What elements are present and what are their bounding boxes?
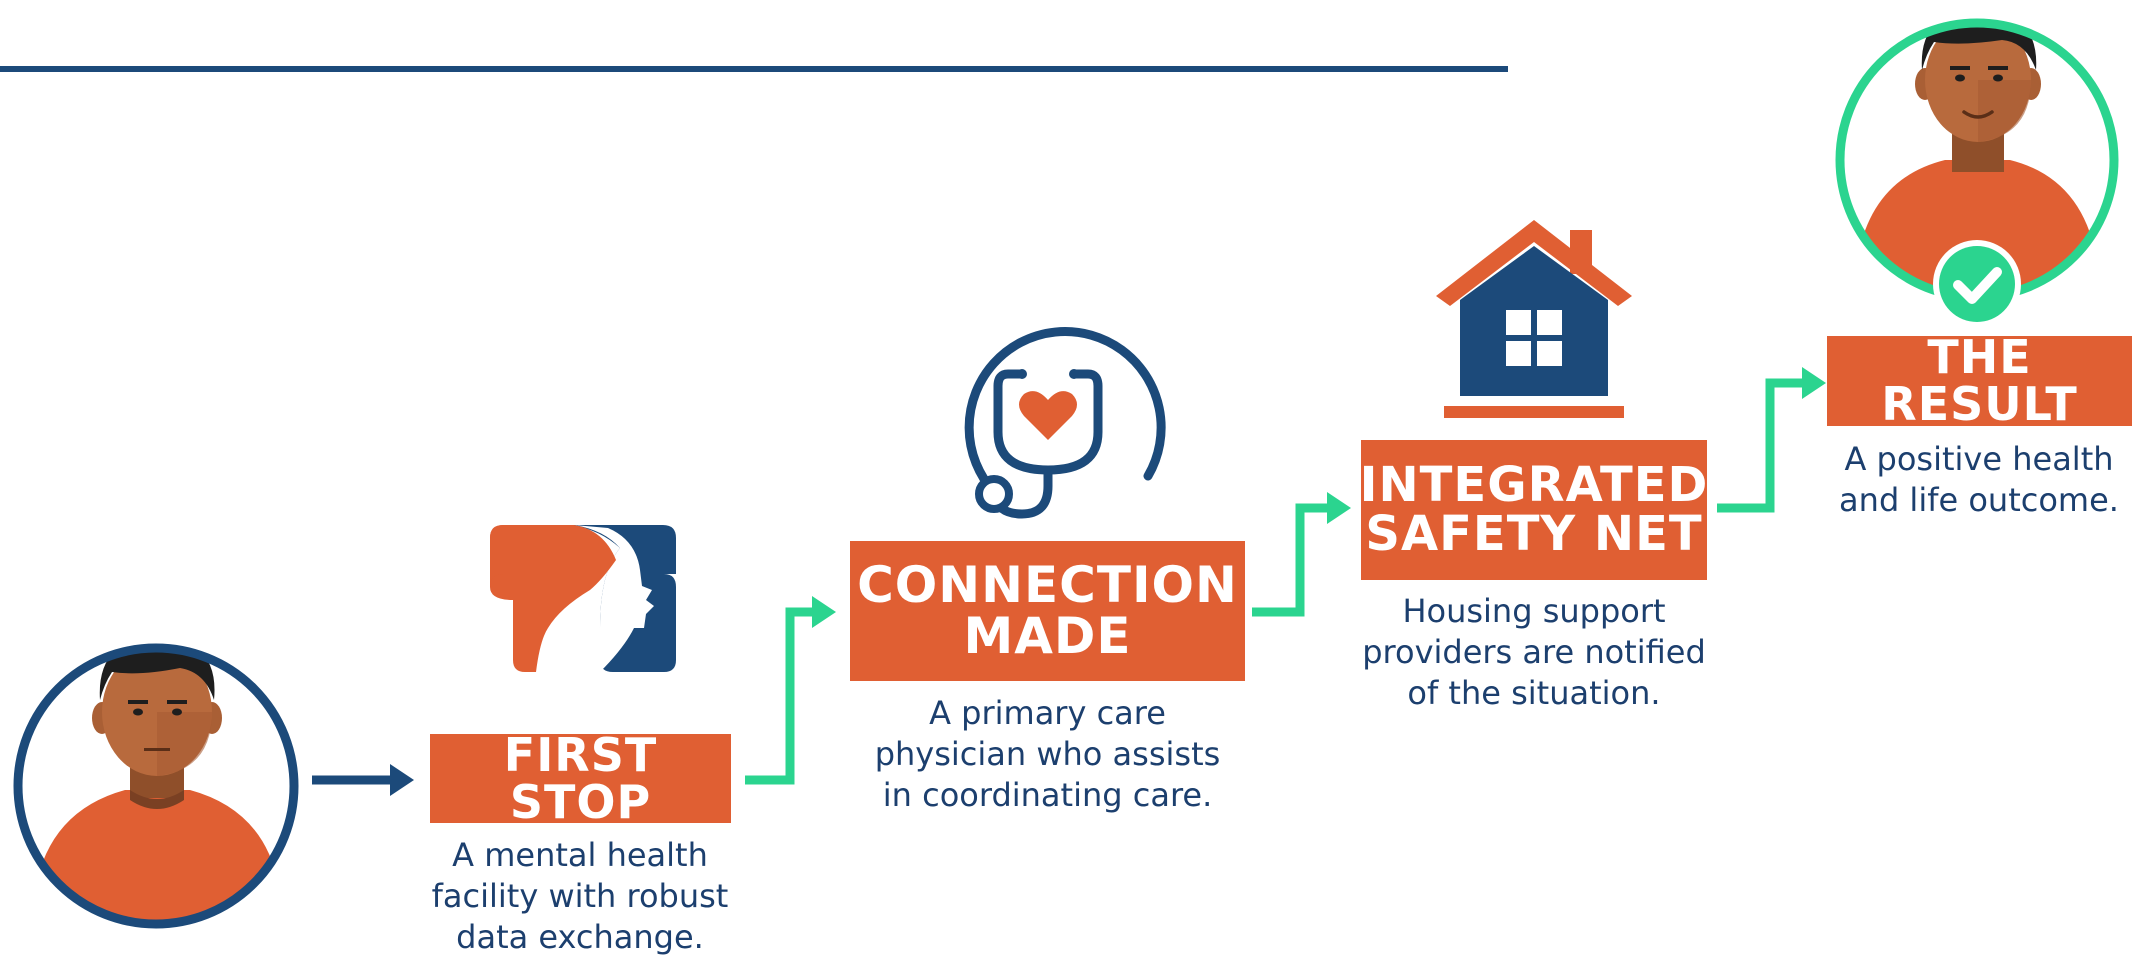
first-stop-description: A mental health facility with robust dat… (405, 835, 755, 958)
connection-description: A primary care physician who assists in … (845, 693, 1250, 816)
arrow-connection-to-safety (1252, 492, 1351, 617)
result-label: THE RESULT (1827, 330, 2132, 431)
arrow-start-to-first (312, 764, 414, 796)
safety-net-label: INTEGRATED SAFETY NET (1359, 440, 1709, 580)
safety-net-description: Housing support providers are notified o… (1334, 591, 1734, 714)
first-stop-desc-line-2: facility with robust (431, 877, 729, 915)
check-badge-icon (1933, 240, 2021, 328)
safety-net-desc-line-1: Housing support (1402, 592, 1666, 630)
first-stop-label: FIRST STOP (430, 727, 731, 829)
person-result-avatar (1835, 18, 2119, 302)
connection-title-line-2: MADE (963, 607, 1132, 665)
connection-made-label: CONNECTION MADE (850, 541, 1245, 681)
result-desc-line-1: A positive health (1844, 440, 2114, 478)
first-stop-desc-line-1: A mental health (452, 836, 708, 874)
result-description: A positive health and life outcome. (1814, 439, 2144, 521)
first-stop-title: FIRST STOP (503, 727, 658, 829)
connection-desc-line-3: in coordinating care. (882, 776, 1213, 814)
mental-health-head-cross-icon (490, 525, 676, 672)
safety-net-title-line-1: INTEGRATED (1359, 457, 1709, 514)
arrow-safety-to-result (1717, 367, 1826, 513)
arrow-first-to-connection (745, 596, 836, 785)
safety-net-desc-line-2: providers are notified (1362, 633, 1706, 671)
connection-desc-line-2: physician who assists (874, 735, 1221, 773)
stethoscope-heart-icon (964, 327, 1166, 519)
safety-net-title-line-2: SAFETY NET (1365, 506, 1703, 562)
first-stop-desc-line-3: data exchange. (456, 918, 704, 956)
person-start-avatar (13, 643, 299, 929)
house-icon (1436, 220, 1632, 418)
result-desc-line-2: and life outcome. (1839, 481, 2119, 519)
connection-title-line-1: CONNECTION (857, 556, 1238, 614)
connection-desc-line-1: A primary care (929, 694, 1166, 732)
result-title: THE RESULT (1881, 330, 2078, 431)
top-divider (0, 66, 1508, 72)
safety-net-desc-line-3: of the situation. (1407, 674, 1661, 712)
